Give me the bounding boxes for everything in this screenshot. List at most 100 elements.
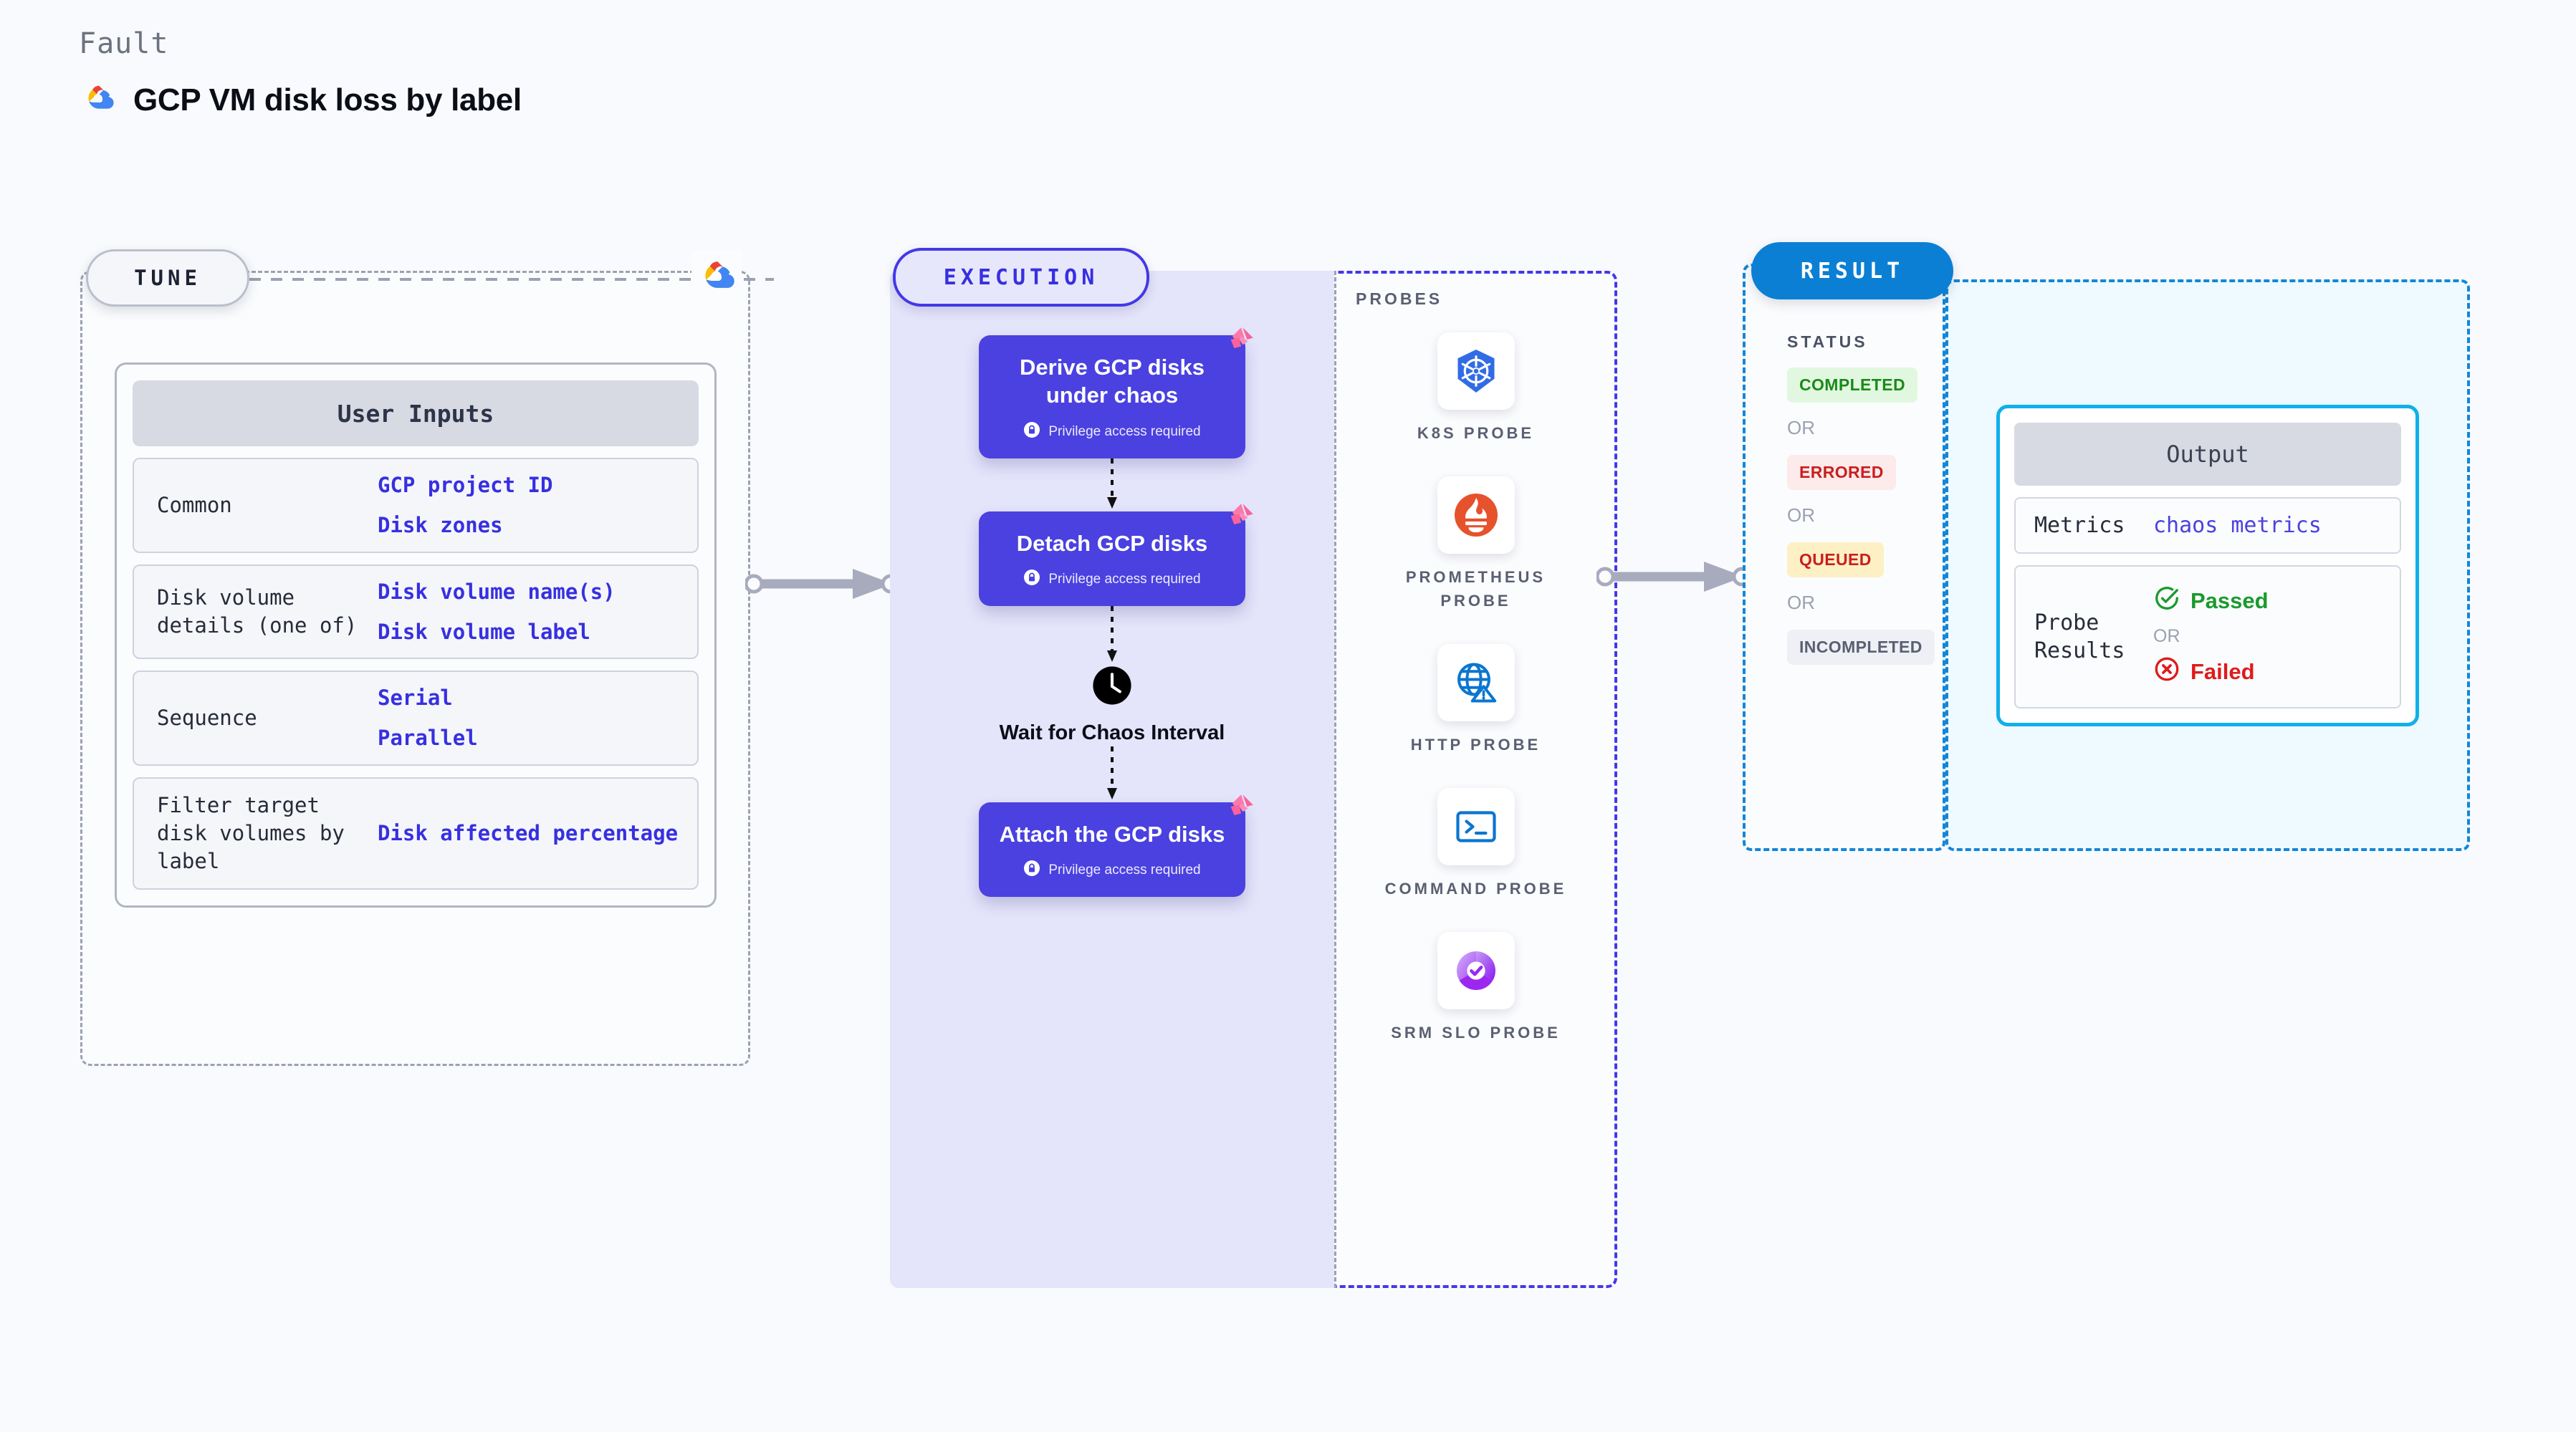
page-title-row: GCP VM disk loss by label — [79, 79, 522, 121]
probe-label: K8S PROBE — [1417, 424, 1535, 442]
result-panel: STATUS COMPLETED OR ERRORED OR QUEUED OR… — [1743, 242, 2470, 851]
failed-label: Failed — [2190, 659, 2255, 684]
tune-row: Sequence Serial Parallel — [133, 671, 699, 766]
status-label: STATUS — [1787, 332, 1868, 351]
probe-srm-slo[interactable]: SRM SLO PROBE — [1369, 932, 1584, 1044]
output-metrics-value[interactable]: chaos metrics — [2153, 512, 2322, 538]
tune-row-key: Filter target disk volumes by label — [157, 792, 345, 873]
output-key: Probe Results — [2034, 610, 2125, 663]
page-header: Fault GCP VM disk loss by label — [79, 27, 522, 121]
probe-label: PROMETHEUS PROBE — [1405, 568, 1546, 610]
probe-result-failed: Failed — [2153, 655, 2269, 688]
node-title: Attach the GCP disks — [999, 821, 1225, 847]
privilege-text: Privilege access required — [1048, 423, 1201, 439]
output-region: Output Metrics chaos metrics Probe Resul… — [1945, 279, 2470, 851]
output-card: Output Metrics chaos metrics Probe Resul… — [1996, 404, 2419, 726]
privilege-text: Privilege access required — [1048, 862, 1201, 878]
close-circle-icon — [2153, 655, 2180, 688]
privilege-note: Privilege access required — [995, 569, 1230, 590]
lock-icon — [1023, 421, 1040, 443]
privilege-note: Privilege access required — [995, 860, 1230, 881]
tune-value[interactable]: Disk affected percentage — [378, 821, 679, 846]
node-title: Detach GCP disks — [1016, 530, 1208, 556]
terminal-icon — [1437, 788, 1515, 865]
probe-result-passed: Passed — [2153, 585, 2269, 618]
execution-badge: EXECUTION — [893, 248, 1149, 307]
gcp-cloud-logo-icon — [79, 79, 118, 121]
user-inputs-card: User Inputs Common GCP project ID Disk z… — [115, 362, 717, 908]
tune-value[interactable]: Serial — [378, 686, 453, 710]
lock-icon — [1023, 860, 1040, 881]
tune-value[interactable]: Disk volume label — [378, 619, 590, 644]
tune-value[interactable]: GCP project ID — [378, 473, 553, 497]
tune-row-key: Disk volume details (one of) — [157, 585, 358, 638]
privilege-note: Privilege access required — [995, 421, 1230, 443]
tune-row-values: Serial Parallel — [378, 685, 478, 751]
tune-row: Common GCP project ID Disk zones — [133, 458, 699, 553]
kubernetes-icon — [1437, 332, 1515, 410]
status-badge-queued: QUEUED — [1787, 542, 1884, 577]
output-row-metrics: Metrics chaos metrics — [2014, 496, 2401, 554]
status-badge-incompleted: INCOMPLETED — [1787, 630, 1935, 665]
probes-list: K8S PROBE PROMETHEUS PROBE — [1334, 332, 1617, 1044]
tune-badge-connector — [249, 278, 774, 281]
probe-command[interactable]: COMMAND PROBE — [1369, 788, 1584, 900]
tune-row-values: Disk affected percentage — [378, 820, 678, 846]
probe-prometheus[interactable]: PROMETHEUS PROBE — [1369, 476, 1584, 612]
clock-icon — [1091, 665, 1133, 710]
tune-panel: TUNE User Inputs Common GCP project ID D… — [80, 249, 774, 1066]
srm-slo-icon — [1437, 932, 1515, 1009]
tune-value[interactable]: Disk volume name(s) — [378, 579, 616, 604]
execution-to-result-arrow — [1596, 562, 1751, 592]
probe-label: COMMAND PROBE — [1384, 880, 1567, 898]
node-title: Wait for Chaos Interval — [999, 721, 1225, 745]
status-badge-errored: ERRORED — [1787, 455, 1896, 490]
probe-http[interactable]: HTTP PROBE — [1369, 644, 1584, 756]
tune-value[interactable]: Parallel — [378, 726, 478, 751]
status-or: OR — [1787, 592, 1815, 613]
page-title: GCP VM disk loss by label — [133, 82, 522, 117]
litmus-logo-icon — [1224, 789, 1258, 827]
flow-arrow — [1107, 746, 1117, 799]
status-or: OR — [1787, 417, 1815, 438]
flow-arrow — [1107, 606, 1117, 663]
tune-row: Filter target disk volumes by label Disk… — [133, 777, 699, 890]
tune-value[interactable]: Disk zones — [378, 513, 503, 538]
execution-flow: Derive GCP disks under chaos Privilege a… — [890, 327, 1334, 898]
probe-label: HTTP PROBE — [1410, 736, 1541, 754]
execution-node-derive-disks[interactable]: Derive GCP disks under chaos Privilege a… — [979, 327, 1253, 458]
gcp-cloud-logo-icon — [691, 251, 742, 304]
execution-node-attach-disks[interactable]: Attach the GCP disks Privilege access re… — [979, 794, 1253, 898]
output-row-probe-results: Probe Results Passed OR — [2014, 564, 2401, 708]
tune-to-execution-arrow — [745, 569, 899, 599]
tune-badge: TUNE — [86, 249, 249, 307]
tune-row-values: GCP project ID Disk zones — [378, 472, 552, 539]
probe-result-values: Passed OR Failed — [2153, 585, 2269, 688]
probe-k8s[interactable]: K8S PROBE — [1369, 332, 1584, 445]
output-key: Metrics — [2034, 512, 2125, 538]
result-badge: RESULT — [1751, 242, 1953, 299]
litmus-logo-icon — [1224, 499, 1258, 537]
probe-result-or: OR — [2153, 626, 2180, 646]
output-title: Output — [2014, 422, 2401, 486]
execution-node-wait-interval[interactable]: Wait for Chaos Interval — [1000, 665, 1225, 746]
status-column: STATUS COMPLETED OR ERRORED OR QUEUED OR… — [1743, 264, 1945, 851]
fault-kicker: Fault — [79, 27, 169, 60]
litmus-logo-icon — [1224, 322, 1258, 360]
probes-divider — [1334, 271, 1336, 1288]
probes-title: PROBES — [1356, 289, 1443, 308]
execution-node-detach-disks[interactable]: Detach GCP disks Privilege access requir… — [979, 503, 1253, 607]
prometheus-icon — [1437, 476, 1515, 554]
lock-icon — [1023, 569, 1040, 590]
passed-label: Passed — [2190, 588, 2269, 613]
probe-label: SRM SLO PROBE — [1391, 1024, 1561, 1042]
check-circle-icon — [2153, 585, 2180, 618]
tune-row-key: Sequence — [157, 705, 257, 730]
tune-row-key: Common — [157, 492, 232, 517]
execution-panel: EXECUTION Derive GCP disks under chaos — [890, 248, 1617, 1288]
flow-arrow — [1107, 458, 1117, 509]
user-inputs-title: User Inputs — [133, 380, 699, 446]
status-or: OR — [1787, 504, 1815, 526]
tune-row-values: Disk volume name(s) Disk volume label — [378, 579, 616, 645]
privilege-text: Privilege access required — [1048, 572, 1201, 587]
